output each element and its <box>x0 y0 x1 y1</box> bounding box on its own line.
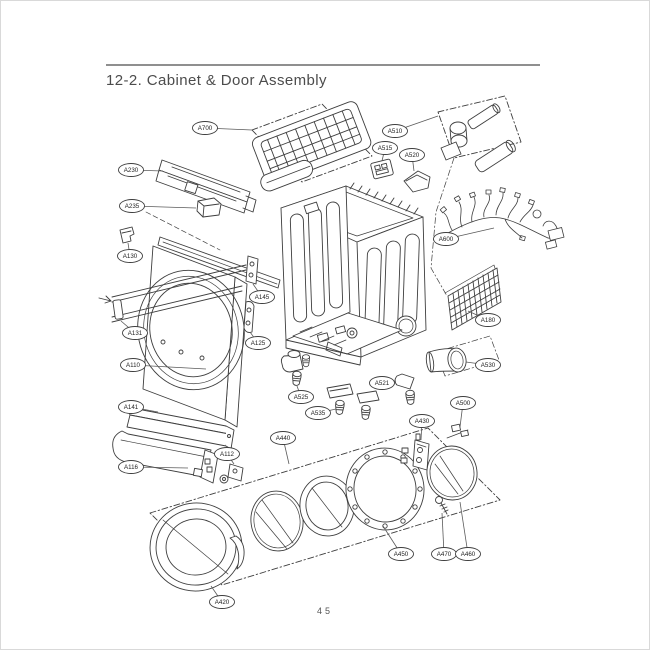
top-grille-kit-box <box>251 103 373 183</box>
callout-A130: A130 <box>117 242 143 263</box>
kick-panel-lower <box>112 430 229 484</box>
callout-A116: A116 <box>118 460 189 474</box>
door-frame-outer <box>149 502 243 592</box>
lint-grille-part <box>251 101 372 192</box>
duct-part <box>425 335 500 377</box>
callout-A535: A535 <box>305 406 337 420</box>
callout-A530: A530 <box>465 358 501 372</box>
callout-A230: A230 <box>118 163 164 177</box>
callout-A450: A450 <box>382 525 414 561</box>
alignment-line <box>145 211 221 251</box>
callout-A515: A515 <box>372 141 398 162</box>
svg-text:A110: A110 <box>126 362 141 369</box>
hose-cylinder-large <box>474 139 516 173</box>
vent-grille <box>444 264 502 331</box>
door-hook-part <box>229 535 245 570</box>
svg-text:A515: A515 <box>378 145 393 152</box>
svg-text:A440: A440 <box>276 435 291 442</box>
page-number: 45 <box>316 606 333 616</box>
callout-A700: A700 <box>192 121 253 135</box>
callout-A460: A460 <box>455 501 481 561</box>
svg-text:A235: A235 <box>125 203 140 210</box>
title-rule <box>106 64 540 66</box>
elbow-fitting <box>440 121 468 161</box>
svg-text:A520: A520 <box>405 152 420 159</box>
callout-A510: A510 <box>382 115 439 138</box>
svg-text:A131: A131 <box>128 330 143 337</box>
door-ring <box>299 475 355 537</box>
door-glass-outer <box>426 445 478 501</box>
section-title: 12-2. Cabinet & Door Assembly <box>106 72 327 89</box>
callout-A600: A600 <box>433 227 495 246</box>
callout-A131: A131 <box>120 320 148 340</box>
door-frame-holes <box>345 447 425 531</box>
svg-text:A420: A420 <box>215 599 230 606</box>
callout-A180: A180 <box>467 310 501 327</box>
filter-frame-part <box>370 158 394 180</box>
svg-text:A116: A116 <box>124 464 139 471</box>
callout-A125: A125 <box>245 331 271 350</box>
svg-text:A510: A510 <box>388 128 403 135</box>
callout-A145: A145 <box>249 283 275 304</box>
hose-cylinder-small <box>467 103 501 130</box>
svg-text:A470: A470 <box>437 551 452 558</box>
svg-text:A525: A525 <box>294 394 309 401</box>
leveling-feet <box>280 350 416 421</box>
duct-bracket-part <box>403 170 431 193</box>
callout-A525: A525 <box>288 385 314 404</box>
callout-A141: A141 <box>118 400 159 414</box>
callout-A235: A235 <box>119 199 197 213</box>
svg-text:A112: A112 <box>220 451 235 458</box>
callout-A500: A500 <box>450 396 476 428</box>
door-latch <box>446 423 469 439</box>
callout-A430: A430 <box>409 414 435 441</box>
door-hinge <box>400 433 430 471</box>
callout-A420: A420 <box>209 585 235 609</box>
hinge-screw <box>435 496 449 515</box>
svg-text:A600: A600 <box>439 236 454 243</box>
svg-text:A460: A460 <box>461 551 476 558</box>
svg-text:A125: A125 <box>251 340 266 347</box>
clip-part <box>119 226 135 244</box>
wire-harness <box>439 187 565 250</box>
panel-bracket-small <box>227 463 244 482</box>
cabinet <box>280 182 427 368</box>
callout-A112: A112 <box>214 447 240 465</box>
callout-A521: A521 <box>369 376 397 390</box>
door-glass-inner <box>250 490 304 552</box>
support-bracket <box>155 159 257 214</box>
svg-text:A450: A450 <box>394 551 409 558</box>
svg-text:A521: A521 <box>375 380 390 387</box>
callout-A110: A110 <box>120 358 207 372</box>
svg-text:A430: A430 <box>415 418 430 425</box>
callout-A520: A520 <box>399 148 425 172</box>
svg-text:A535: A535 <box>311 410 326 417</box>
damper-block-part <box>196 197 222 218</box>
svg-text:A180: A180 <box>481 317 496 324</box>
svg-text:A500: A500 <box>456 400 471 407</box>
svg-text:A141: A141 <box>124 404 139 411</box>
svg-text:A145: A145 <box>255 294 270 301</box>
hinge-rods <box>98 255 259 333</box>
callout-A470: A470 <box>431 512 457 561</box>
svg-text:A230: A230 <box>124 167 139 174</box>
callout-A440: A440 <box>270 431 296 465</box>
svg-text:A530: A530 <box>481 362 496 369</box>
svg-text:A130: A130 <box>123 253 138 260</box>
svg-text:A700: A700 <box>198 125 213 132</box>
